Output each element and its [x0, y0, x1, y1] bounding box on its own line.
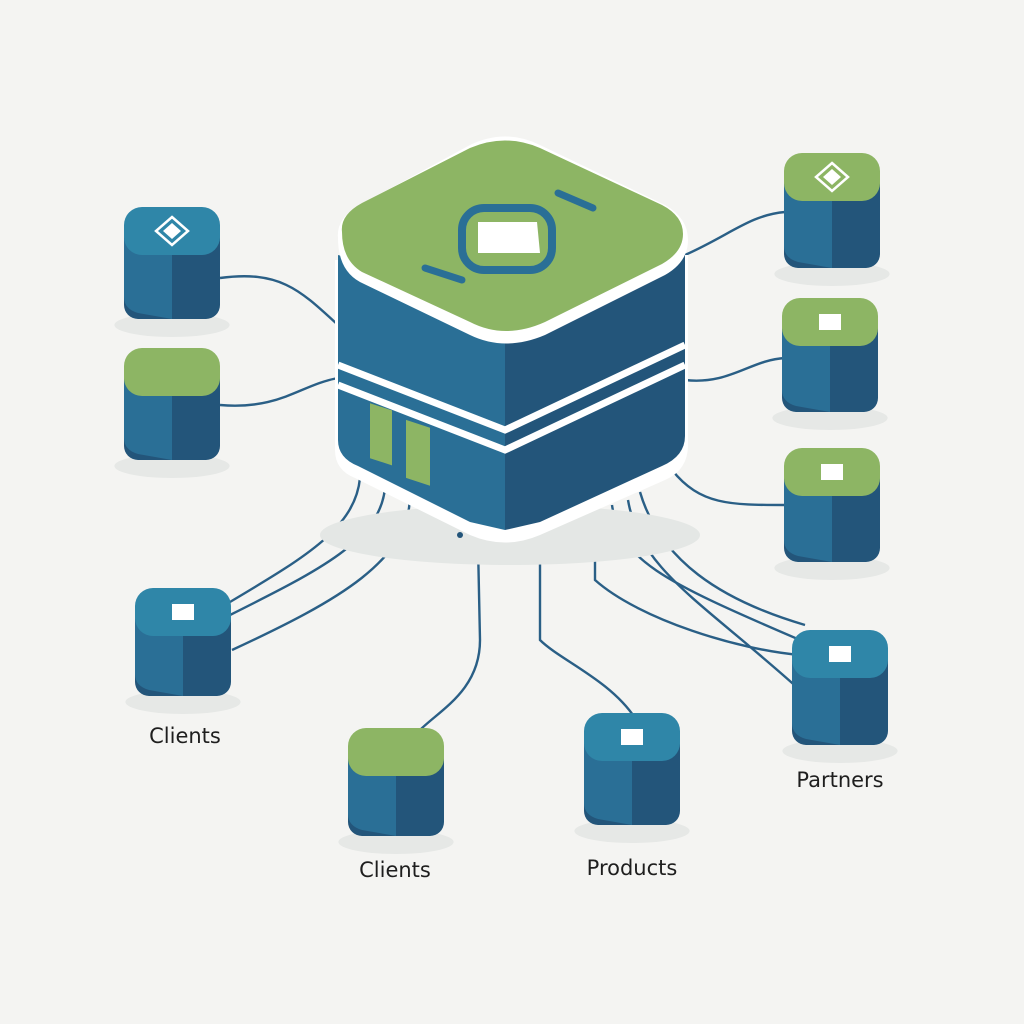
label-partners: Partners [796, 768, 884, 792]
node-products [574, 713, 690, 843]
node-top-right [774, 153, 890, 286]
connection-line-8 [419, 544, 482, 731]
outline-square-icon [814, 161, 850, 193]
connection-line-0 [219, 275, 339, 326]
square-icon [172, 604, 194, 620]
node-top-face [348, 728, 444, 776]
hub-port-icon [457, 532, 463, 538]
connection-line-6 [229, 487, 387, 617]
hub-band-lower [336, 361, 687, 454]
hub-chip-icon [478, 222, 540, 253]
connection-line-9 [538, 545, 637, 719]
connection-line-5 [224, 477, 362, 607]
node-partners [782, 630, 898, 763]
connection-line-1 [219, 376, 339, 407]
outline-square-icon [154, 215, 190, 247]
hub-window-right [406, 419, 430, 486]
hub-slot-right-icon [554, 189, 597, 212]
central-server [320, 136, 700, 565]
hub-slot-left-icon [421, 264, 466, 284]
square-icon [621, 729, 643, 745]
node-mid-right [772, 298, 888, 430]
hub-window-left [370, 403, 392, 466]
square-icon [819, 314, 841, 330]
label-products: Products [586, 856, 678, 880]
node-clients-left [125, 588, 241, 714]
node-top-face [124, 348, 220, 396]
node-clients-bottom [338, 728, 454, 854]
node-top-left [114, 207, 230, 337]
node-lower-right [774, 448, 890, 580]
connection-line-3 [684, 356, 786, 382]
connection-line-4 [671, 469, 786, 507]
connection-line-10 [593, 515, 801, 657]
node-mid-left [114, 348, 230, 478]
square-icon [821, 464, 843, 480]
square-icon [823, 169, 841, 185]
hub-band-upper [336, 341, 687, 434]
square-icon [829, 646, 851, 662]
square-icon [163, 223, 181, 239]
label-clients-left: Clients [149, 724, 221, 748]
connection-line-2 [684, 210, 786, 257]
hub-chip-outline-icon [458, 204, 556, 274]
label-clients-bottom: Clients [359, 858, 431, 882]
